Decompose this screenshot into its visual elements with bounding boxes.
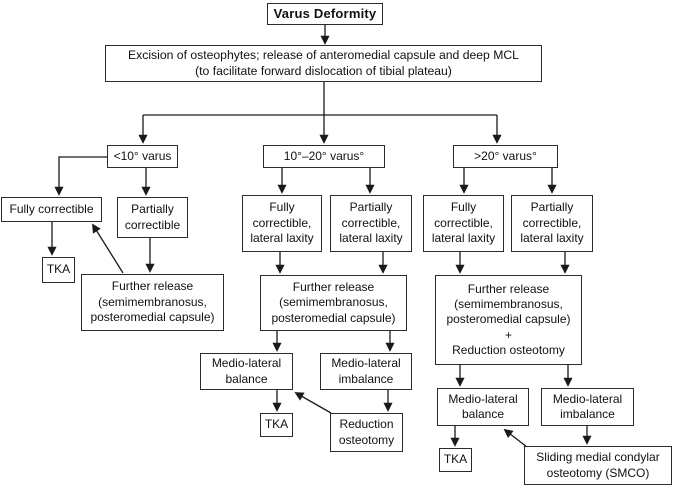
node-mediolateral-balance-mid: Medio-lateral balance (200, 353, 293, 390)
node-varus-lt10: <10° varus (107, 145, 178, 168)
node-tka-mid: TKA (260, 413, 293, 437)
node-mediolateral-balance-right: Medio-lateral balance (437, 388, 529, 426)
node-partially-correctible-left: Partially correctible (117, 197, 188, 238)
node-excision-release: Excision of osteophytes; release of ante… (105, 45, 542, 82)
node-varus-10-20: 10°–20° varus° (263, 145, 385, 168)
node-varus-gt20: >20° varus° (453, 145, 558, 168)
node-partially-correctible-right: Partially correctible, lateral laxity (511, 195, 593, 252)
node-varus-deformity: Varus Deformity (267, 3, 383, 25)
node-further-release-left: Further release (semimembranosus, poster… (81, 274, 224, 331)
node-tka-left: TKA (42, 257, 75, 283)
node-tka-right: TKA (439, 448, 472, 472)
node-further-release-right: Further release (semimembranosus, poster… (435, 275, 582, 365)
node-reduction-osteotomy: Reduction osteotomy (330, 413, 403, 452)
node-mediolateral-imbalance-mid: Medio-lateral imbalance (320, 353, 412, 390)
node-fully-correctible-left: Fully correctible (1, 197, 102, 222)
node-partially-correctible-mid: Partially correctible, lateral laxity (330, 195, 412, 252)
node-further-release-mid: Further release (semimembranosus, poster… (260, 275, 407, 331)
node-mediolateral-imbalance-right: Medio-lateral imbalance (541, 388, 634, 426)
arrow-further-release-left-to-fully-correctible (92, 223, 124, 274)
arrow-reduction-to-balance-mid (294, 392, 332, 414)
arrow-smco-to-balance-right (503, 428, 528, 448)
arrow-lt10-to-fully-correctible (54, 156, 107, 196)
node-fully-correctible-mid: Fully correctible, lateral laxity (242, 195, 322, 252)
node-fully-correctible-right: Fully correctible, lateral laxity (423, 195, 504, 252)
node-smco: Sliding medial condylar osteotomy (SMCO) (524, 446, 672, 485)
